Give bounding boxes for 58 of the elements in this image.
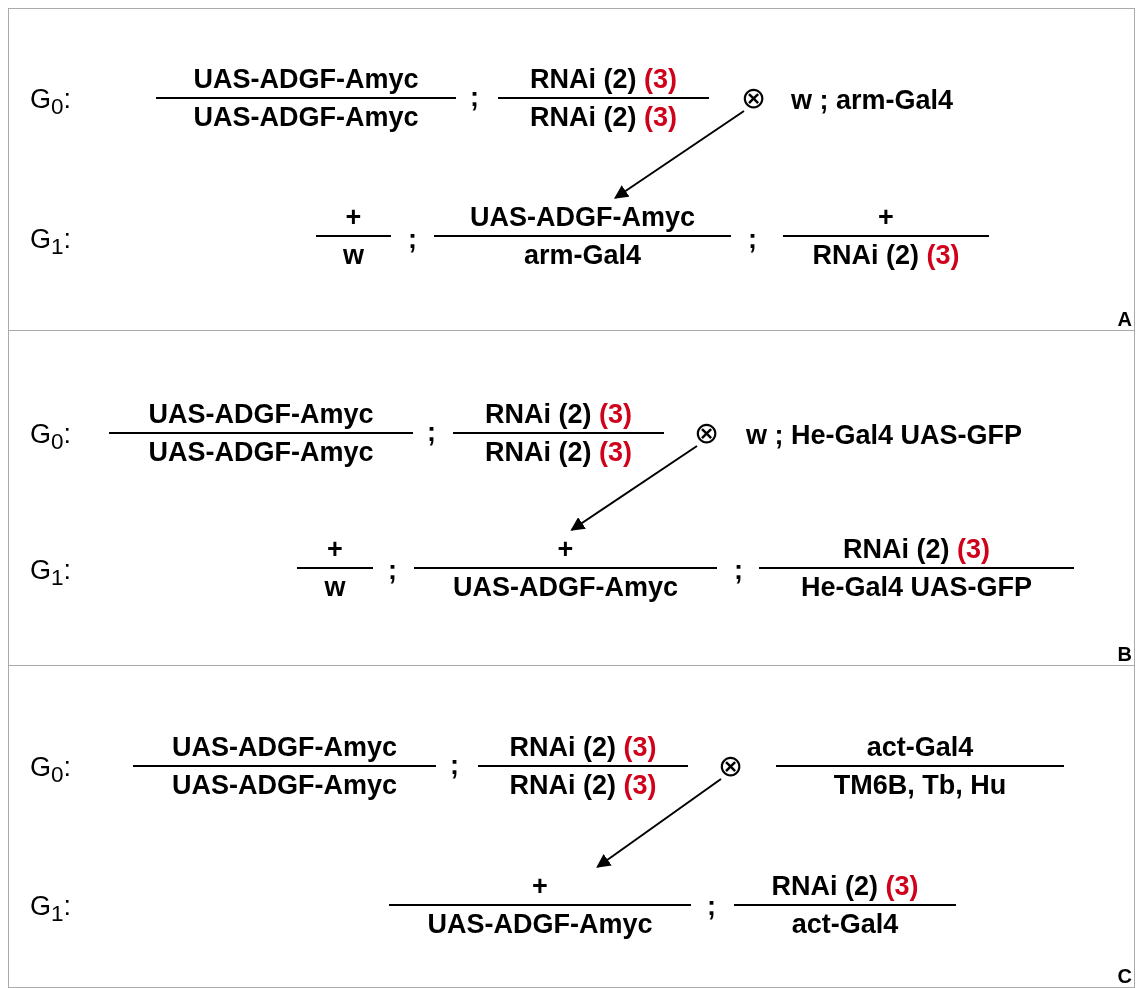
genotype-text: RNAi (2) (3)	[842, 533, 991, 566]
cross-symbol: ⊗	[741, 81, 766, 115]
genotype-text: +	[326, 533, 344, 566]
semicolon-separator: ;	[450, 749, 459, 782]
panel-letter: B	[1117, 642, 1132, 667]
genotype-text: +	[556, 533, 575, 566]
genotype-text: w	[323, 571, 347, 604]
genotype-text: RNAi (2) (3)	[529, 63, 678, 96]
generation-label: G$_{1}$:	[30, 554, 72, 593]
semicolon-separator: ;	[734, 554, 743, 587]
genotype-text: He-Gal4 UAS-GFP	[799, 571, 1033, 604]
semicolon-separator: ;	[707, 890, 716, 923]
genotype-text: RNAi (2) (3)	[811, 239, 961, 272]
panel-letter: C	[1117, 964, 1132, 988]
genotype-text: RNAi (2) (3)	[770, 870, 920, 903]
genotype-text: act-Gal4	[790, 908, 900, 941]
semicolon-separator: ;	[748, 223, 757, 256]
arrow	[596, 778, 722, 868]
genotype-text: UAS-ADGF-Amyc	[469, 201, 696, 234]
panel-frame	[8, 8, 1135, 331]
genotype-text: TM6B, Tb, Hu	[832, 769, 1008, 802]
genotype-text: UAS-ADGF-Amyc	[171, 769, 398, 802]
genotype-text: UAS-ADGF-Amyc	[192, 101, 420, 134]
genotype-text: UAS-ADGF-Amyc	[426, 908, 654, 941]
genotype-text: RNAi (2) (3)	[508, 769, 658, 802]
genotype-text: UAS-ADGF-Amyc	[192, 63, 420, 96]
genotype-text: arm-Gal4	[522, 239, 643, 272]
generation-label: G$_{1}$:	[30, 223, 72, 262]
cross-symbol: ⊗	[694, 416, 719, 450]
panel-letter: A	[1117, 307, 1132, 332]
semicolon-separator: ;	[408, 223, 417, 256]
genotype-text: RNAi (2) (3)	[484, 436, 633, 469]
panel-frame	[8, 665, 1135, 988]
panel-frame	[8, 330, 1135, 666]
genotype-text: UAS-ADGF-Amyc	[452, 571, 679, 604]
genotype-text: RNAi (2) (3)	[529, 101, 678, 134]
genotype-text: w ; arm-Gal4	[791, 83, 954, 117]
semicolon-separator: ;	[427, 416, 436, 449]
arrow	[614, 110, 745, 199]
genotype-text: UAS-ADGF-Amyc	[171, 731, 398, 764]
semicolon-separator: ;	[388, 554, 397, 587]
genotype-text: RNAi (2) (3)	[508, 731, 658, 764]
arrow	[570, 445, 698, 531]
generation-label: G$_{0}$:	[30, 418, 72, 457]
generation-label: G$_{0}$:	[30, 751, 72, 790]
generation-label: G$_{0}$:	[30, 83, 72, 122]
genotype-text: RNAi (2) (3)	[484, 398, 633, 431]
genotype-text: +	[877, 201, 895, 234]
genotype-text: w ; He-Gal4 UAS-GFP	[746, 418, 1023, 452]
genotype-text: act-Gal4	[865, 731, 975, 764]
genotype-text: UAS-ADGF-Amyc	[147, 398, 375, 431]
genotype-text: w	[342, 239, 365, 272]
genotype-text: UAS-ADGF-Amyc	[147, 436, 375, 469]
semicolon-separator: ;	[470, 81, 479, 114]
cross-symbol: ⊗	[718, 749, 743, 783]
genotype-text: +	[344, 201, 363, 234]
generation-label: G$_{1}$:	[30, 890, 72, 929]
genotype-text: +	[531, 870, 549, 903]
